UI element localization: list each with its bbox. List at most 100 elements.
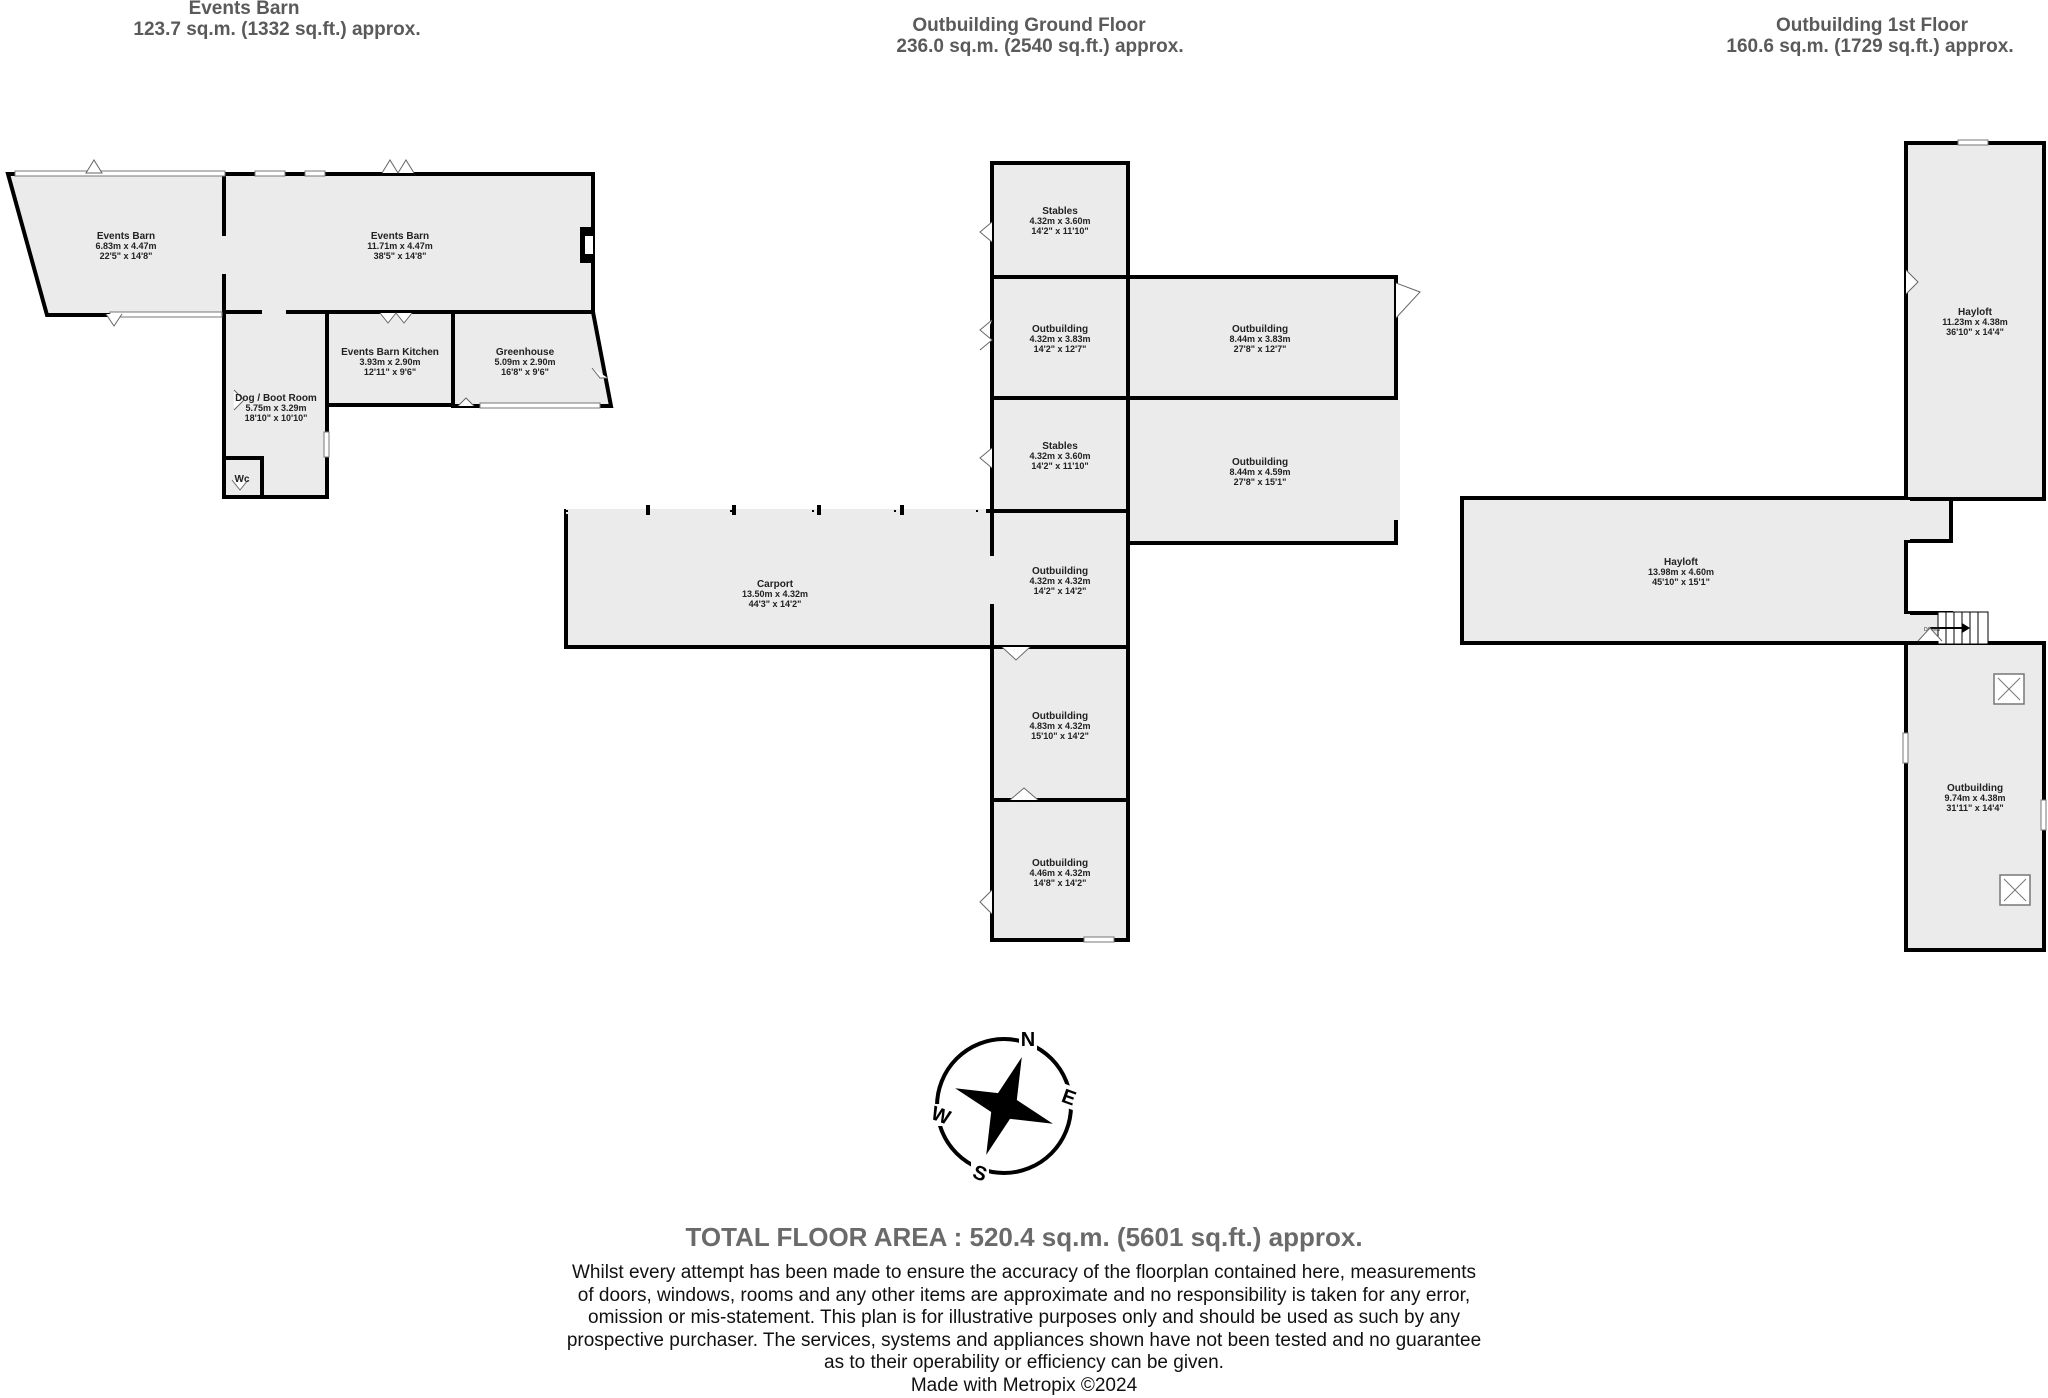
opening [1904, 500, 1910, 540]
compass: N E S W [928, 1028, 1082, 1187]
room-name: Outbuilding [1032, 711, 1088, 722]
door [457, 397, 475, 407]
header-outbuilding-ground-floor: Outbuilding Ground Floor 236.0 sq.m. (25… [896, 15, 1183, 57]
disclaimer-line: prospective purchaser. The services, sys… [566, 1329, 1482, 1351]
opening [989, 556, 995, 604]
window [1957, 139, 1989, 146]
room-metric: 5.75m x 3.29m [245, 403, 306, 413]
room-imperial: 18'10" x 10'10" [245, 413, 308, 423]
door [979, 889, 993, 915]
staircase [1930, 611, 1989, 645]
room-metric: 8.44m x 3.83m [1229, 334, 1290, 344]
room-name: Events Barn [97, 231, 155, 242]
opening [221, 236, 227, 274]
room-name: Outbuilding [1947, 783, 2003, 794]
disclaimer-line: as to their operability or efficiency ca… [824, 1352, 1224, 1373]
room-name: Stables [1042, 206, 1078, 217]
compass-n: N [1021, 1029, 1035, 1051]
fireplace-opening [585, 236, 593, 254]
room-name: Wc [235, 474, 250, 485]
outbuilding-1st-floor-plan: DOWN Hayloft 11.23m x 4.38m 36'10" x 14'… [1460, 139, 2047, 952]
header-title: Events Barn [189, 0, 300, 19]
room-imperial: 27'8" x 12'7" [1234, 344, 1287, 354]
room-metric: 9.74m x 4.38m [1944, 793, 2005, 803]
room-imperial: 31'11" x 14'4" [1946, 803, 2003, 813]
room-imperial: 22'5" x 14'8" [100, 251, 153, 261]
window [109, 311, 223, 318]
room-name: Hayloft [1664, 557, 1699, 568]
room-imperial: 15'10" x 14'2" [1031, 731, 1089, 741]
room-imperial: 27'8" x 15'1" [1234, 477, 1287, 487]
door [1917, 627, 1943, 642]
window [254, 170, 286, 177]
room-name: Outbuilding [1232, 324, 1288, 335]
room-imperial: 16'8" x 9'6" [501, 367, 549, 377]
outbuilding-f-room [990, 798, 1130, 942]
skylight [1993, 673, 2025, 705]
compass-e: E [1059, 1085, 1079, 1110]
wc-room [222, 456, 264, 499]
header-title: Outbuilding 1st Floor [1776, 15, 1969, 36]
header-area: 160.6 sq.m. (1729 sq.ft.) approx. [1726, 36, 2013, 57]
window [1083, 936, 1115, 943]
door [1001, 646, 1031, 661]
header-title: Outbuilding Ground Floor [912, 15, 1146, 36]
opening [1904, 614, 1910, 641]
room-name: Greenhouse [496, 347, 555, 358]
outbuilding-c-room [1126, 396, 1398, 545]
room-name: Outbuilding [1032, 566, 1088, 577]
window [1902, 732, 1909, 764]
door [105, 313, 123, 327]
stables-south-room [990, 396, 1130, 513]
room-name: Outbuilding [1032, 324, 1088, 335]
room-metric: 4.46m x 4.32m [1029, 868, 1090, 878]
room-metric: 11.71m x 4.47m [367, 241, 433, 251]
room-name: Dog / Boot Room [235, 393, 317, 404]
disclaimer-line: of doors, windows, rooms and any other i… [577, 1284, 1471, 1306]
room-metric: 11.23m x 4.38m [1942, 317, 2008, 327]
compass-star-icon [955, 1057, 1053, 1155]
room-metric: 5.09m x 2.90m [494, 357, 555, 367]
door [1009, 787, 1039, 801]
header-outbuilding-1st-floor: Outbuilding 1st Floor 160.6 sq.m. (1729 … [1726, 15, 2013, 57]
room-metric: 8.44m x 4.59m [1229, 467, 1290, 477]
room-imperial: 44'3" x 14'2" [749, 599, 802, 609]
door [979, 447, 993, 469]
kitchen-room [325, 310, 455, 407]
disclaimer: Whilst every attempt has been made to en… [0, 1262, 2048, 1375]
window [14, 170, 226, 177]
opening [1392, 400, 1400, 520]
door [1905, 269, 1919, 295]
room-name: Events Barn Kitchen [341, 347, 439, 358]
carport-post [900, 505, 904, 515]
outbuilding-b-room [1126, 275, 1398, 400]
door [233, 389, 245, 411]
room-imperial: 14'2" x 11'10" [1031, 461, 1088, 471]
room-imperial: 14'8" x 14'2" [1034, 878, 1087, 888]
door [379, 312, 413, 324]
header-area: 123.7 sq.m. (1332 sq.ft.) approx. [133, 19, 420, 40]
carport-post [646, 505, 650, 515]
room-metric: 4.83m x 4.32m [1029, 721, 1090, 731]
room-metric: 4.32m x 3.83m [1029, 334, 1090, 344]
room-metric: 4.32m x 3.60m [1029, 451, 1090, 461]
room-name: Carport [757, 579, 794, 590]
door [231, 479, 249, 491]
room-metric: 13.98m x 4.60m [1648, 567, 1714, 577]
door [1395, 282, 1421, 319]
room-imperial: 36'10" x 14'4" [1946, 327, 2004, 337]
room-metric: 4.32m x 4.32m [1029, 576, 1090, 586]
door [381, 159, 415, 174]
window [323, 431, 330, 458]
door [591, 367, 608, 379]
skylight [1999, 874, 2031, 906]
disclaimer-line: omission or mis-statement. This plan is … [588, 1307, 1460, 1328]
room-imperial: 38'5" x 14'8" [374, 251, 427, 261]
total-floor-area: TOTAL FLOOR AREA : 520.4 sq.m. (5601 sq.… [685, 1222, 1363, 1252]
room-name: Outbuilding [1232, 457, 1288, 468]
room-imperial: 14'2" x 11'10" [1031, 226, 1088, 236]
header-events-barn: Events Barn 123.7 sq.m. (1332 sq.ft.) ap… [133, 0, 420, 40]
door [979, 221, 993, 243]
carport-post [817, 505, 821, 515]
